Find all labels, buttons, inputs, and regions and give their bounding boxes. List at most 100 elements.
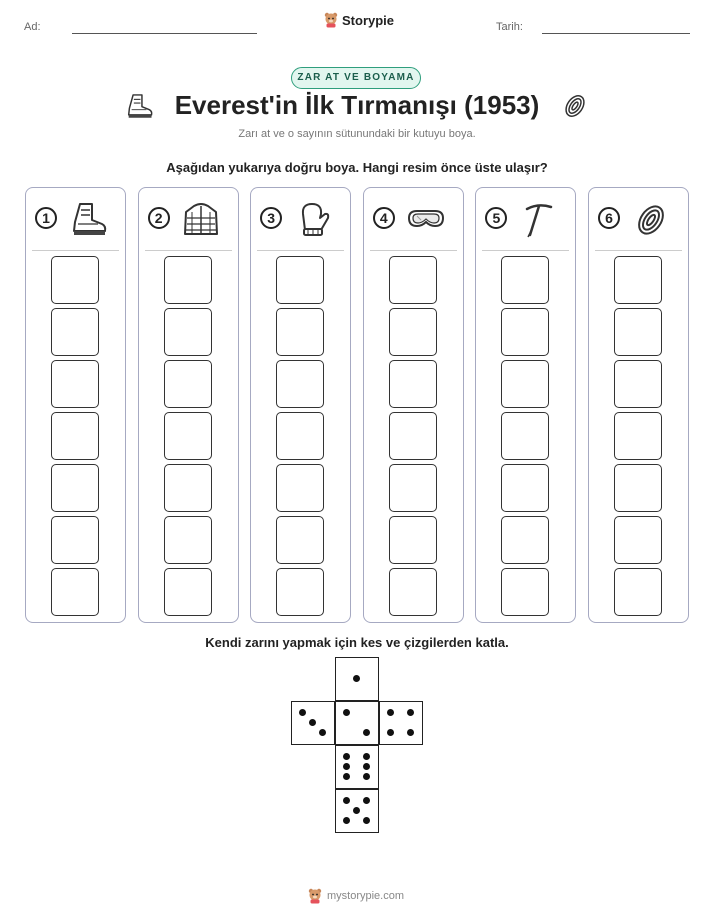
goggles-icon: [407, 210, 444, 228]
boot-icon: [127, 94, 153, 118]
color-box[interactable]: [614, 256, 662, 304]
color-box[interactable]: [501, 308, 550, 356]
die-face-2: [335, 701, 379, 745]
color-box[interactable]: [163, 308, 212, 356]
name-label: Ad:: [24, 21, 41, 33]
die-pip: [343, 817, 350, 824]
color-box[interactable]: [276, 412, 325, 460]
column-1: 1: [25, 187, 126, 623]
boot-icon: [73, 203, 107, 235]
color-box[interactable]: [614, 360, 662, 408]
color-box[interactable]: [51, 464, 99, 512]
column-number: 4: [372, 207, 395, 229]
date-line: [542, 33, 690, 34]
color-box[interactable]: [276, 256, 325, 304]
color-box[interactable]: [614, 412, 662, 460]
color-box[interactable]: [501, 412, 550, 460]
color-box[interactable]: [388, 308, 437, 356]
activity-badge: ZAR AT VE BOYAMA: [291, 67, 421, 89]
footer: mystorypie.com: [308, 888, 404, 904]
color-box[interactable]: [501, 568, 550, 616]
column-divider: [257, 250, 345, 251]
color-box[interactable]: [501, 360, 550, 408]
rope-icon: [638, 205, 664, 235]
die-face-5: [335, 789, 379, 833]
column-header: 1: [26, 188, 125, 250]
die-pip: [363, 817, 370, 824]
die-pip: [353, 675, 360, 682]
footer-url: mystorypie.com: [327, 890, 405, 902]
die-pip: [387, 729, 394, 736]
date-label: Tarih:: [496, 21, 523, 33]
die-pip: [363, 763, 370, 770]
color-box[interactable]: [163, 360, 212, 408]
ice-axe-icon: [526, 204, 553, 238]
rope-icon: [565, 95, 585, 117]
color-box[interactable]: [276, 360, 325, 408]
color-box[interactable]: [388, 256, 437, 304]
color-box[interactable]: [276, 516, 325, 564]
name-line: [72, 33, 257, 34]
column-4: 4: [362, 187, 464, 623]
color-box[interactable]: [614, 516, 662, 564]
color-box[interactable]: [51, 516, 99, 564]
color-box[interactable]: [501, 464, 550, 512]
die-pip: [363, 797, 370, 804]
column-number: 2: [147, 207, 170, 229]
die-pip: [319, 729, 326, 736]
column-divider: [32, 250, 119, 251]
column-divider: [595, 250, 682, 251]
color-box[interactable]: [388, 568, 437, 616]
color-box[interactable]: [388, 464, 437, 512]
color-box[interactable]: [163, 464, 212, 512]
column-header: 5: [476, 188, 575, 250]
page-title: Everest'in İlk Tırmanışı (1953): [174, 90, 540, 120]
die-face-6: [335, 745, 379, 789]
instruction-text: Aşağıdan yukarıya doğru boya. Hangi resi…: [166, 160, 548, 175]
color-box[interactable]: [388, 412, 437, 460]
color-box[interactable]: [51, 308, 99, 356]
column-6: 6: [588, 187, 689, 623]
column-number: 5: [485, 207, 508, 229]
column-header: 6: [589, 188, 688, 250]
die-pip: [353, 807, 360, 814]
die-pip: [343, 709, 350, 716]
die-pip: [363, 753, 370, 760]
color-box[interactable]: [501, 256, 550, 304]
column-3: 3: [250, 187, 352, 623]
color-box[interactable]: [163, 516, 212, 564]
color-box[interactable]: [51, 568, 99, 616]
die-pip: [407, 729, 414, 736]
mitten-icon: [302, 203, 330, 236]
bear-logo-icon: [324, 12, 338, 28]
die-caption: Kendi zarını yapmak için kes ve çizgiler…: [205, 635, 509, 650]
column-2: 2: [137, 187, 239, 623]
column-divider: [482, 250, 570, 251]
color-box[interactable]: [614, 568, 662, 616]
die-pip: [407, 709, 414, 716]
color-box[interactable]: [501, 516, 550, 564]
brand-logo: Storypie: [324, 12, 394, 28]
color-box[interactable]: [163, 256, 212, 304]
color-box[interactable]: [276, 464, 325, 512]
die-pip: [343, 773, 350, 780]
color-box[interactable]: [388, 360, 437, 408]
color-box[interactable]: [614, 464, 662, 512]
die-pip: [299, 709, 306, 716]
color-box[interactable]: [163, 412, 212, 460]
column-header: 3: [251, 188, 350, 250]
color-box[interactable]: [614, 308, 662, 356]
color-box[interactable]: [276, 308, 325, 356]
color-box[interactable]: [163, 568, 212, 616]
color-box[interactable]: [51, 412, 99, 460]
color-box[interactable]: [276, 568, 325, 616]
die-pip: [343, 753, 350, 760]
color-box[interactable]: [51, 256, 99, 304]
bear-logo-icon: [308, 888, 322, 904]
color-box[interactable]: [388, 516, 437, 564]
die-pip: [363, 729, 370, 736]
column-number: 1: [35, 207, 57, 229]
color-box[interactable]: [51, 360, 99, 408]
die-pip: [343, 797, 350, 804]
column-header: 4: [364, 188, 463, 250]
